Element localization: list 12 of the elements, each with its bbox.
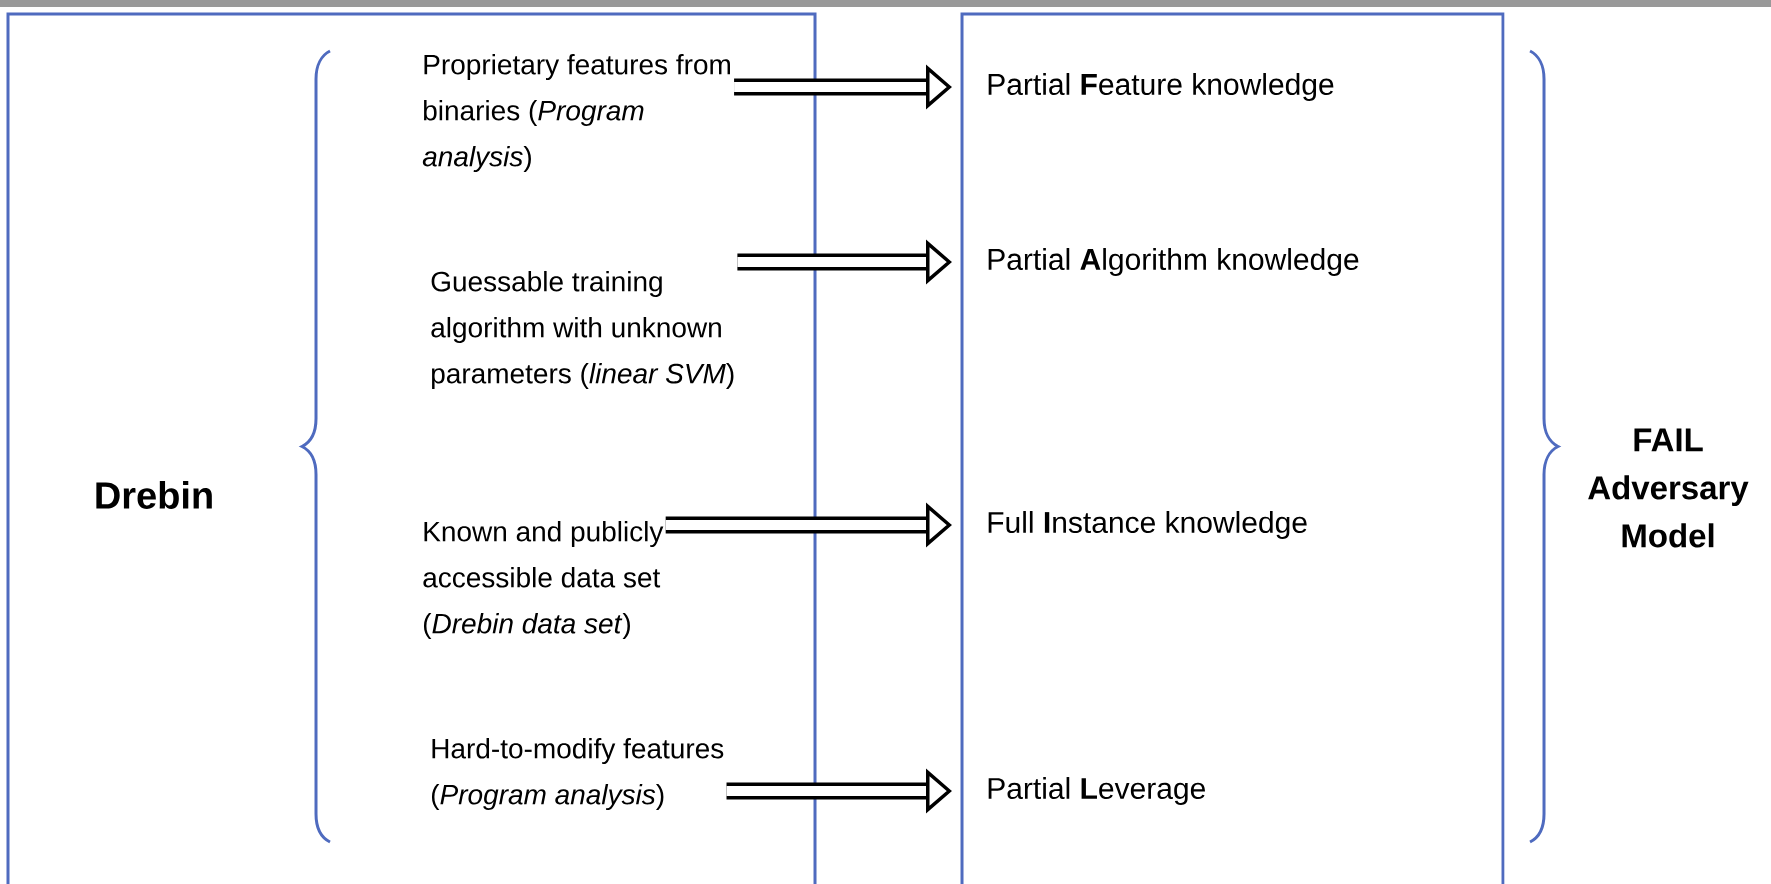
feature-text: Guessable training algorithm with unknown parameters (linear SVM) [431, 270, 734, 390]
feature-text: Known and publicly accessible data set (Drebin data set) [423, 521, 664, 640]
panel-box [6, 12, 817, 884]
knowledge-label: Partial Leverage [988, 777, 1205, 805]
feature-text: Hard-to-modify features (Program analysis) [431, 737, 724, 811]
feature-text: Proprietary features from binaries (Program analysis) [422, 53, 730, 173]
knowledge-label: Partial Algorithm knowledge [988, 248, 1359, 276]
knowledge-label: Full Instance knowledge [988, 511, 1307, 539]
model-title: FAIL Adversary Model [1588, 428, 1749, 548]
panel-heading: Drebin [96, 481, 212, 509]
panel-box [960, 12, 1505, 884]
knowledge-label: Partial Feature knowledge [988, 73, 1334, 101]
